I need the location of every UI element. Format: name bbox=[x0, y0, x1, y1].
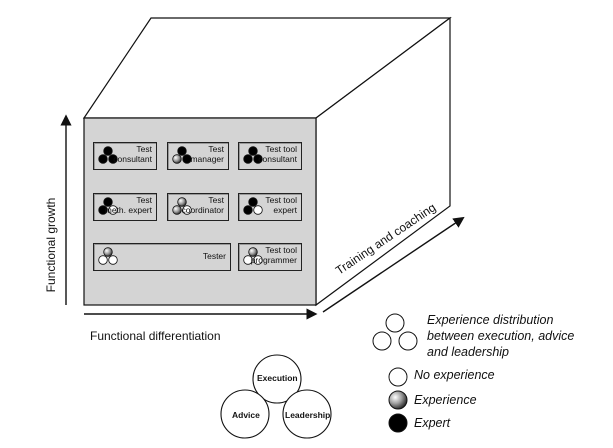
advice-dot bbox=[243, 205, 253, 215]
leadership-circle bbox=[282, 389, 332, 439]
role-box-tester: Tester bbox=[93, 243, 231, 271]
advice-circle bbox=[220, 389, 270, 439]
leadership-dot bbox=[108, 205, 118, 215]
legend-trio-icon bbox=[372, 313, 418, 351]
leadership-dot bbox=[108, 255, 118, 265]
leadership-dot bbox=[253, 154, 263, 164]
distribution-circles bbox=[220, 354, 332, 439]
execution-dot bbox=[177, 146, 187, 156]
execution-dot bbox=[248, 146, 258, 156]
vertical-axis-label: Functional growth bbox=[44, 197, 58, 293]
legend-experience-text: Experience bbox=[414, 393, 477, 407]
role-circles-icon bbox=[172, 197, 192, 215]
advice-dot bbox=[98, 255, 108, 265]
role-circles-icon bbox=[98, 247, 118, 265]
execution-dot bbox=[103, 197, 113, 207]
advice-dot bbox=[98, 205, 108, 215]
role-circles-icon bbox=[243, 197, 263, 215]
advice-dot bbox=[172, 154, 182, 164]
diagonal-axis-arrow bbox=[322, 216, 465, 313]
legend-experience-icon bbox=[388, 390, 408, 410]
legend-no-experience-text: No experience bbox=[414, 368, 495, 382]
execution-dot bbox=[103, 146, 113, 156]
legend-distribution-text: Experience distribution between executio… bbox=[427, 313, 575, 359]
horizontal-axis-label: Functional differentiation bbox=[90, 329, 221, 343]
leadership-dot bbox=[108, 154, 118, 164]
leadership-dot bbox=[182, 154, 192, 164]
execution-dot bbox=[103, 247, 113, 257]
execution-dot bbox=[248, 247, 258, 257]
execution-dot bbox=[177, 197, 187, 207]
role-circles-icon bbox=[172, 146, 192, 164]
role-circles-icon bbox=[98, 146, 118, 164]
role-circles-icon bbox=[243, 247, 263, 265]
leadership-dot bbox=[253, 255, 263, 265]
leadership-label: Leadership bbox=[285, 410, 331, 420]
legend-expert-icon bbox=[388, 413, 408, 433]
advice-dot bbox=[98, 154, 108, 164]
leadership-dot bbox=[253, 205, 263, 215]
legend-no-experience-icon bbox=[388, 367, 408, 387]
execution-label: Execution bbox=[257, 373, 298, 383]
legend-expert-text: Expert bbox=[414, 416, 451, 430]
advice-dot bbox=[243, 255, 253, 265]
execution-dot bbox=[248, 197, 258, 207]
advice-label: Advice bbox=[232, 410, 260, 420]
advice-dot bbox=[172, 205, 182, 215]
role-circles-icon bbox=[98, 197, 118, 215]
role-label: Tester bbox=[202, 251, 226, 261]
leadership-dot bbox=[182, 205, 192, 215]
advice-dot bbox=[243, 154, 253, 164]
execution-circle bbox=[252, 354, 302, 404]
role-circles-icon bbox=[243, 146, 263, 164]
